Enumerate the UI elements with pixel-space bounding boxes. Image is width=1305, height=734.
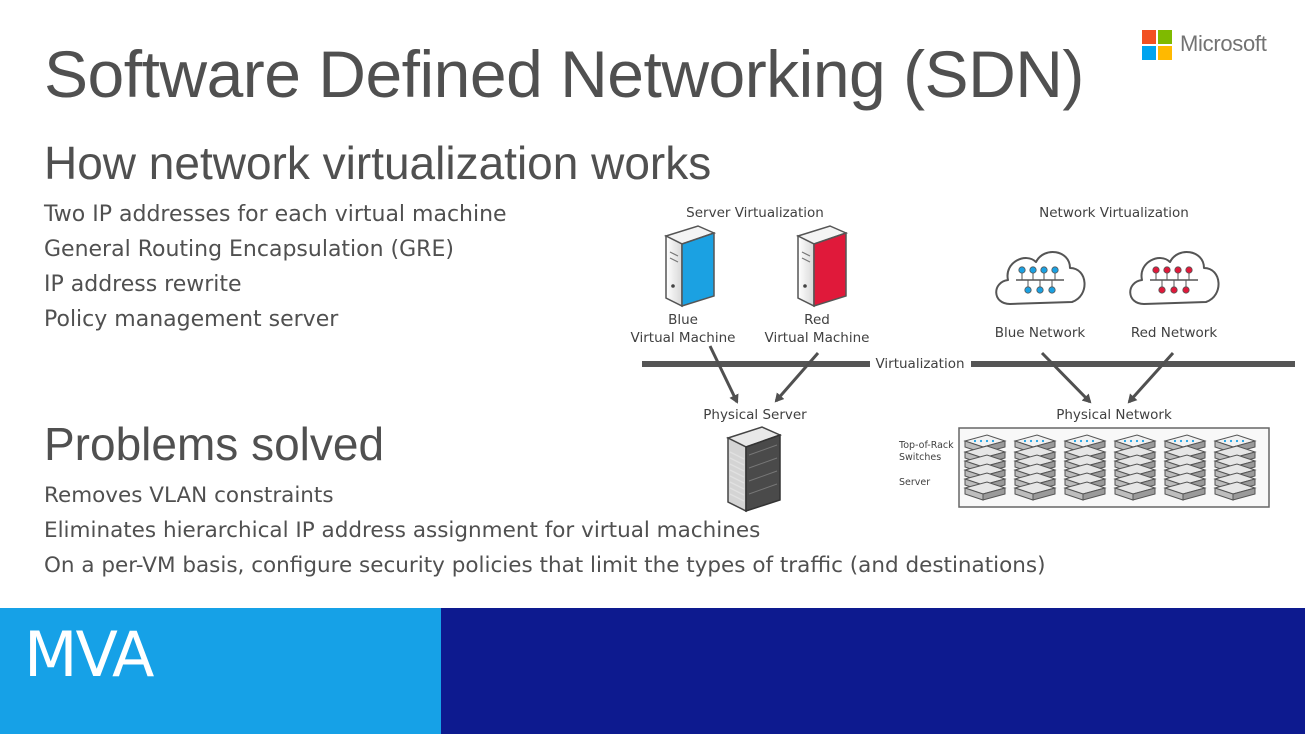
list-item: Eliminates hierarchical IP address assig… (44, 518, 761, 543)
blue-vm-label-line1: Blue (668, 312, 698, 328)
red-network-label: Red Network (1131, 325, 1217, 341)
microsoft-logo: Microsoft (1142, 30, 1282, 62)
rack-icon (1163, 434, 1207, 501)
physical-server-label: Physical Server (703, 407, 807, 423)
server-label: Server (899, 477, 930, 488)
virtualization-bar-right (971, 361, 1295, 367)
virtualization-label: Virtualization (875, 356, 964, 372)
blue-network-label: Blue Network (995, 325, 1086, 341)
red-network-cloud-icon (1129, 251, 1220, 305)
problems-solved-list: Removes VLAN constraints Eliminates hier… (44, 478, 1046, 583)
arrow-blue-network (1040, 351, 1092, 404)
virtualization-bar-left (642, 361, 870, 367)
section-heading-problems-solved: Problems solved (44, 418, 385, 470)
footer-dark-panel (441, 608, 1305, 734)
logo-square-yellow (1158, 46, 1172, 60)
blue-vm-label-line2: Virtual Machine (631, 330, 736, 346)
list-item: Removes VLAN constraints (44, 483, 334, 508)
physical-server-icon (726, 426, 783, 513)
red-vm-label-line2: Virtual Machine (765, 330, 870, 346)
mva-brand: MVA (24, 618, 154, 691)
how-it-works-list: Two IP addresses for each virtual machin… (44, 197, 507, 337)
rack-icon (1113, 434, 1157, 501)
rack-icon (963, 434, 1007, 501)
rack-icon (1063, 434, 1107, 501)
logo-square-red (1142, 30, 1156, 44)
logo-square-green (1158, 30, 1172, 44)
list-item: On a per-VM basis, configure security po… (44, 553, 1046, 578)
arrow-red-vm (774, 352, 820, 403)
top-of-rack-label-line2: Switches (899, 452, 941, 463)
server-virtualization-label: Server Virtualization (686, 205, 824, 221)
arrow-blue-vm (708, 345, 739, 404)
logo-square-blue (1142, 46, 1156, 60)
list-item: Policy management server (44, 307, 339, 332)
red-vm-label-line1: Red (804, 312, 830, 328)
list-item: IP address rewrite (44, 272, 242, 297)
blue-network-cloud-icon (995, 251, 1086, 305)
physical-network-label: Physical Network (1056, 407, 1172, 423)
blue-vm-server-icon (664, 225, 717, 308)
arrow-red-network (1127, 351, 1175, 404)
rack-icon (1213, 434, 1257, 501)
list-item: General Routing Encapsulation (GRE) (44, 237, 454, 262)
list-item: Two IP addresses for each virtual machin… (44, 202, 507, 227)
footer-brand-panel: MVA (0, 608, 441, 734)
rack-icon (1013, 434, 1057, 501)
section-heading-how-it-works: How network virtualization works (44, 137, 712, 189)
network-virtualization-label: Network Virtualization (1039, 205, 1189, 221)
slide-title: Software Defined Networking (SDN) (44, 37, 1084, 111)
red-vm-server-icon (796, 225, 849, 308)
top-of-rack-label-line1: Top-of-Rack (898, 440, 954, 451)
logo-wordmark: Microsoft (1180, 31, 1267, 56)
